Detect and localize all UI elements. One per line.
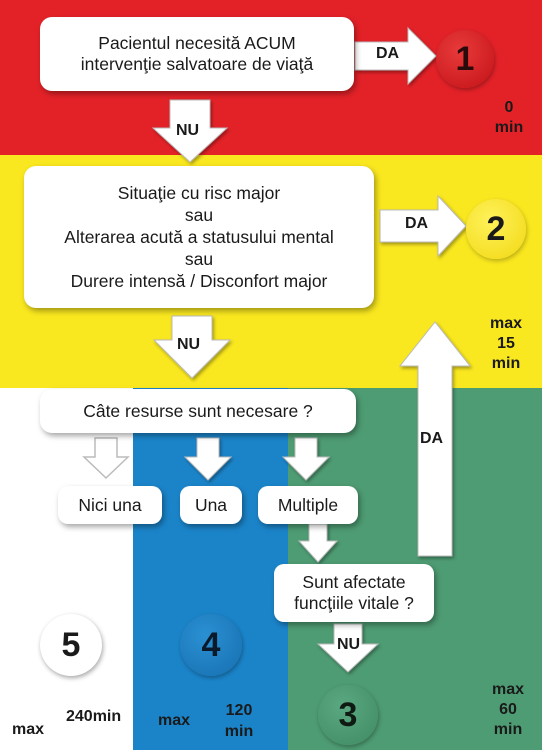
level-1-time-unit: min [494,119,524,136]
arrow-to-vital [297,523,339,563]
level-5-circle: 5 [40,614,102,676]
level-1-number: 1 [455,39,475,78]
level-4-circle: 4 [180,614,242,676]
level-3-circle: 3 [318,685,378,745]
arrow-yes-3 [398,321,472,557]
arrow-to-none [82,437,130,480]
arrow-yes-3-label: DA [420,430,444,447]
level-4-time-value: 120 [225,702,253,719]
level-5-time-prefix: max [12,721,45,738]
arrow-no-2-label: NU [177,336,201,353]
question-resources-text: Câte resurse sunt necesare ? [83,400,313,421]
question-high-risk-line-2: sau [184,205,214,225]
option-multiple-label: Multiple [277,494,339,515]
arrow-no-3 [316,623,380,673]
level-5-time: 240min [66,708,122,725]
level-4-time-prefix: max [158,712,191,729]
arrow-yes-1 [354,26,437,86]
level-2-time-unit: min [491,355,521,372]
question-resources: Câte resurse sunt necesare ? [40,389,356,433]
level-5-number: 5 [61,625,81,664]
level-3-time-unit: min [493,721,523,738]
level-2-time-value: 15 [497,335,515,352]
arrow-to-multiple [281,437,331,481]
option-none: Nici una [58,486,162,524]
option-none-label: Nici una [78,494,142,515]
level-2-circle: 2 [466,199,526,259]
arrow-yes-1-label: DA [376,45,400,62]
question-high-risk: Situaţie cu risc major sau Alterarea acu… [24,166,374,308]
question-high-risk-line-3: Alterarea acută a statusului mental [64,227,334,247]
question-vital-line-1: Sunt afectate [302,572,406,592]
option-one: Una [180,486,242,524]
level-3-time-prefix: max [491,681,525,698]
level-4-time-unit: min [224,723,254,740]
question-high-risk-line-4: sau [184,249,214,269]
level-3-time: max 60 min [480,680,536,740]
level-1-time: 0 min [484,98,534,138]
arrow-yes-2-label: DA [405,215,429,232]
arrow-yes-2 [379,194,467,258]
arrow-no-2 [152,315,232,379]
level-2-time-prefix: max [489,315,523,332]
arrow-no-1 [151,99,229,163]
option-multiple: Multiple [258,486,358,524]
arrow-no-1-label: NU [176,122,200,139]
level-3-time-value: 60 [499,701,517,718]
level-4-time: 120 min [216,700,262,742]
question-vital-line-2: funcţiile vitale ? [294,593,414,613]
question-high-risk-line-1: Situaţie cu risc major [117,183,281,203]
question-high-risk-line-5: Durere intensă / Disconfort major [70,271,328,291]
option-one-label: Una [194,494,228,515]
question-life-saving-line-1: Pacientul necesită ACUM [98,33,296,53]
arrow-to-one [183,437,233,481]
question-vital-functions: Sunt afectate funcţiile vitale ? [274,564,434,622]
question-life-saving: Pacientul necesită ACUM intervenţie salv… [40,17,354,91]
level-2-number: 2 [486,209,506,248]
level-1-time-value: 0 [504,99,514,116]
level-4-number: 4 [201,625,221,664]
level-2-time: max 15 min [478,314,534,374]
level-1-circle: 1 [436,30,494,88]
arrow-no-3-label: NU [337,636,361,653]
level-3-number: 3 [338,695,358,734]
question-life-saving-line-2: intervenţie salvatoare de viaţă [80,54,314,74]
